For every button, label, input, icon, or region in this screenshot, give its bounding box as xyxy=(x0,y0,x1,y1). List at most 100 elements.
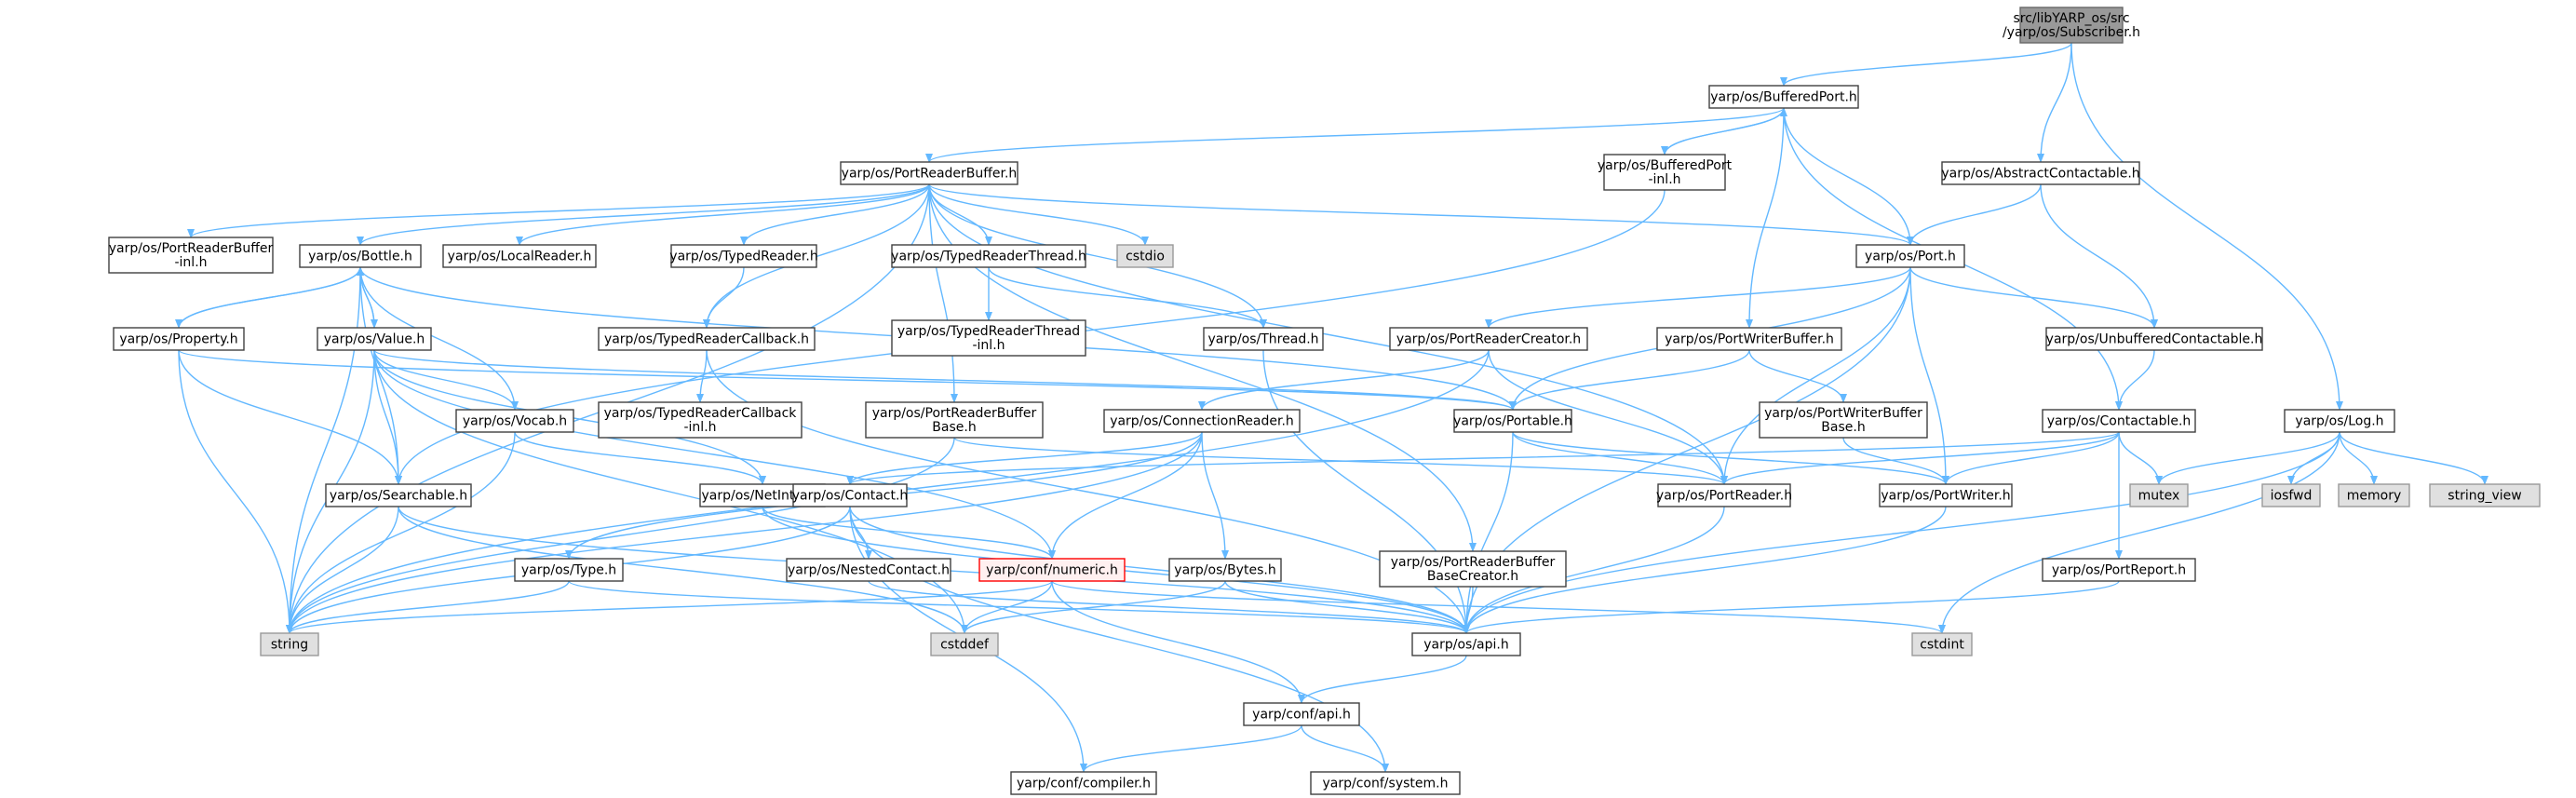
node-label: yarp/os/Bottle.h xyxy=(308,250,412,264)
edge-portwriterbuffer-to-portwriterbufferbase xyxy=(1748,349,1847,403)
edge-subscriber-to-abstractcontactable xyxy=(2037,42,2072,163)
node-box xyxy=(325,483,472,507)
node-box xyxy=(978,558,1126,582)
node-type[interactable]: yarp/os/Type.h xyxy=(514,558,624,582)
node-label: yarp/conf/numeric.h xyxy=(986,563,1118,578)
node-box xyxy=(442,244,597,268)
edge-abstractcontactable-to-port xyxy=(1907,183,2042,246)
edge-portreaderbufferbase-to-string xyxy=(286,437,955,634)
edge-portable-to-portwriter xyxy=(1512,431,1949,485)
node-connectionreader[interactable]: yarp/os/ConnectionReader.h xyxy=(1103,409,1301,433)
edge-portreadercreator-to-portreader xyxy=(1488,349,1728,485)
node-label: -inl.h xyxy=(683,420,716,435)
node-bufferedport[interactable]: yarp/os/BufferedPort.h xyxy=(1708,85,1859,109)
node-property[interactable]: yarp/os/Property.h xyxy=(113,327,245,351)
node-box xyxy=(670,244,817,268)
edge-type-to-api xyxy=(568,580,1470,634)
node-thread[interactable]: yarp/os/Thread.h xyxy=(1203,327,1324,351)
node-contactable[interactable]: yarp/os/Contactable.h xyxy=(2042,409,2196,433)
node-box xyxy=(598,327,816,351)
node-box xyxy=(1103,409,1301,433)
node-api[interactable]: yarp/os/api.h xyxy=(1411,632,1521,656)
node-portable[interactable]: yarp/os/Portable.h xyxy=(1453,409,1572,433)
node-typedreaderthread[interactable]: yarp/os/TypedReaderThread.h xyxy=(891,244,1086,268)
node-portreader[interactable]: yarp/os/PortReader.h xyxy=(1656,483,1792,507)
node-typedreadercallback[interactable]: yarp/os/TypedReaderCallback.h xyxy=(598,327,816,351)
node-portwriterbuffer[interactable]: yarp/os/PortWriterBuffer.h xyxy=(1656,327,1842,351)
node-portreaderbuffer[interactable]: yarp/os/PortReaderBuffer.h xyxy=(840,161,1018,185)
node-label: yarp/conf/api.h xyxy=(1252,708,1351,723)
edge-vocab-to-string xyxy=(286,431,516,634)
node-mutex[interactable]: mutex xyxy=(2129,483,2189,507)
node-log[interactable]: yarp/os/Log.h xyxy=(2284,409,2395,433)
node-label: string_view xyxy=(2448,489,2521,504)
node-box xyxy=(786,558,951,582)
edge-log-to-string_view xyxy=(2339,431,2488,485)
node-label: yarp/os/PortReport.h xyxy=(2052,563,2186,578)
node-box xyxy=(1855,244,1965,268)
node-box xyxy=(1243,702,1360,726)
node-label: BaseCreator.h xyxy=(1427,569,1518,584)
node-localreader[interactable]: yarp/os/LocalReader.h xyxy=(442,244,597,268)
edge-value-to-portable xyxy=(373,349,1517,411)
edge-vocab-to-nestedint32 xyxy=(514,431,766,485)
node-nestedcontact[interactable]: yarp/os/NestedContact.h xyxy=(786,558,951,582)
node-bytes[interactable]: yarp/os/Bytes.h xyxy=(1168,558,1282,582)
node-portreaderbuffer_inl[interactable]: yarp/os/PortReaderBuffer-inl.h xyxy=(108,237,274,274)
node-bottle[interactable]: yarp/os/Bottle.h xyxy=(299,244,422,268)
node-typedreadercallback_inl[interactable]: yarp/os/TypedReaderCallback-inl.h xyxy=(598,401,802,439)
node-label: src/libYARP_os/src xyxy=(2013,11,2129,26)
node-label: yarp/os/PortReaderCreator.h xyxy=(1396,332,1581,347)
node-subscriber[interactable]: src/libYARP_os/src/yarp/os/Subscriber.h xyxy=(2003,7,2140,44)
node-portwriter[interactable]: yarp/os/PortWriter.h xyxy=(1879,483,2013,507)
node-cstddef[interactable]: cstddef xyxy=(930,632,999,656)
edge-port-to-unbufferedcontactable xyxy=(1909,266,2158,329)
edge-searchable-to-cstddef xyxy=(398,506,968,634)
node-box xyxy=(2261,483,2321,507)
node-box xyxy=(2338,483,2410,507)
node-label: yarp/os/PortReaderBuffer xyxy=(1391,555,1556,570)
node-vocab[interactable]: yarp/os/Vocab.h xyxy=(455,409,574,433)
node-label: cstdint xyxy=(1920,638,1964,653)
node-contact[interactable]: yarp/os/Contact.h xyxy=(792,483,909,507)
node-typedreader[interactable]: yarp/os/TypedReader.h xyxy=(669,244,818,268)
edge-portwriterbuffer-to-portable xyxy=(1509,349,1750,411)
node-cstdio[interactable]: cstdio xyxy=(1116,244,1174,268)
node-cstdint[interactable]: cstdint xyxy=(1911,632,1973,656)
node-unbufferedcontactable[interactable]: yarp/os/UnbufferedContactable.h xyxy=(2045,327,2263,351)
node-typedreaderthread_inl[interactable]: yarp/os/TypedReaderThread-inl.h xyxy=(891,319,1086,357)
node-box xyxy=(317,327,432,351)
node-label: yarp/os/PortWriter.h xyxy=(1881,489,2010,504)
node-portreadercreator[interactable]: yarp/os/PortReaderCreator.h xyxy=(1389,327,1588,351)
edge-numeric-to-confapi xyxy=(1051,580,1305,704)
node-value[interactable]: yarp/os/Value.h xyxy=(317,327,432,351)
edge-property-to-string xyxy=(178,349,293,634)
node-portreport[interactable]: yarp/os/PortReport.h xyxy=(2042,558,2196,582)
node-box xyxy=(792,483,908,507)
node-compiler[interactable]: yarp/conf/compiler.h xyxy=(1010,771,1157,795)
node-box xyxy=(598,401,802,439)
node-label: yarp/os/AbstractContactable.h xyxy=(1941,167,2139,182)
node-label: yarp/os/Log.h xyxy=(2295,414,2383,429)
node-string[interactable]: string xyxy=(260,632,319,656)
node-box xyxy=(2284,409,2395,433)
node-memory[interactable]: memory xyxy=(2338,483,2410,507)
node-box xyxy=(1010,771,1157,795)
edge-abstractcontactable-to-unbufferedcontactable xyxy=(2040,183,2158,329)
node-port[interactable]: yarp/os/Port.h xyxy=(1855,244,1965,268)
node-numeric[interactable]: yarp/conf/numeric.h xyxy=(978,558,1126,582)
node-system[interactable]: yarp/conf/system.h xyxy=(1310,771,1461,795)
node-confapi[interactable]: yarp/conf/api.h xyxy=(1243,702,1360,726)
node-box xyxy=(1411,632,1521,656)
node-string_view[interactable]: string_view xyxy=(2429,483,2541,507)
node-iosfwd[interactable]: iosfwd xyxy=(2261,483,2321,507)
node-bufferedport_inl[interactable]: yarp/os/BufferedPort-inl.h xyxy=(1598,154,1733,191)
edge-portreaderbuffer-to-portreaderbuffer_inl xyxy=(187,183,930,238)
node-box xyxy=(2045,327,2263,351)
node-label: yarp/os/UnbufferedContactable.h xyxy=(2046,332,2263,347)
node-searchable[interactable]: yarp/os/Searchable.h xyxy=(325,483,472,507)
node-abstractcontactable[interactable]: yarp/os/AbstractContactable.h xyxy=(1941,161,2140,185)
